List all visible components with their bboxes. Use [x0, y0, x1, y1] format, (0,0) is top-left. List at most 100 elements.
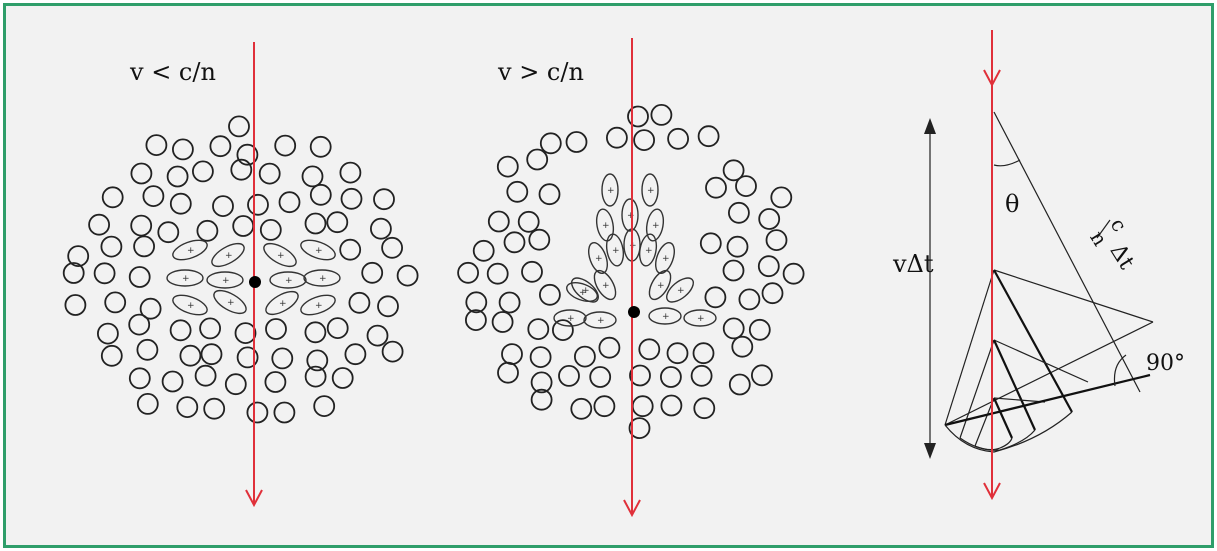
tangent-line [944, 321, 1154, 426]
panel-superluminal: v > c/n +++++++++++++++++++ [457, 38, 805, 518]
wavefront-tangent [944, 373, 1151, 427]
distance-arrow-bottom [924, 443, 936, 459]
molecule [128, 313, 151, 336]
polarization-sign: + [315, 301, 323, 311]
molecule [64, 294, 87, 316]
cone-edge [993, 111, 1141, 393]
molecule [735, 175, 757, 198]
molecule [67, 245, 90, 268]
polarization-sign: + [657, 281, 665, 291]
molecule [598, 336, 621, 359]
molecule [726, 235, 749, 258]
molecule [258, 162, 281, 185]
arc-1 [944, 411, 1073, 453]
molecule [234, 322, 257, 345]
molecule [570, 397, 593, 420]
molecule [326, 317, 349, 340]
molecule [212, 195, 234, 218]
molecule [130, 162, 153, 185]
molecule [339, 161, 362, 184]
molecule [565, 131, 588, 153]
molecule [304, 212, 327, 235]
molecule [191, 160, 214, 183]
molecule [157, 221, 180, 244]
molecule [631, 395, 654, 418]
wavefront-distance-label: c n Δt [1085, 214, 1139, 274]
molecule [171, 138, 194, 161]
condition-label-subluminal: v < c/n [129, 58, 216, 86]
polarization-sign: + [662, 312, 670, 322]
molecule [176, 396, 199, 419]
molecule [232, 215, 255, 237]
molecule [381, 236, 404, 259]
panel-subluminal: v < c/n ++++++++++++ [62, 42, 419, 508]
molecule [660, 366, 682, 388]
molecule [751, 364, 773, 387]
polarized-molecule [648, 307, 682, 325]
chord-3 [974, 397, 995, 447]
polarized-molecule [166, 269, 204, 287]
polarization-sign: + [645, 246, 653, 256]
polarization-sign: + [602, 221, 610, 231]
polarized-molecule [648, 269, 672, 301]
molecule [558, 364, 580, 387]
molecule [179, 344, 202, 367]
radius-3 [993, 397, 1046, 403]
polarization-sign: + [225, 251, 233, 261]
polarized-molecule [683, 309, 717, 327]
circle-chord [944, 269, 995, 426]
molecule [593, 395, 616, 418]
theta-label: θ [1005, 190, 1019, 218]
molecule [758, 208, 781, 230]
molecule [104, 291, 127, 314]
molecule [62, 262, 85, 284]
molecule [274, 134, 297, 157]
molecule [228, 115, 250, 138]
molecule [97, 322, 119, 345]
polarization-sign: + [582, 286, 590, 296]
molecule [606, 126, 628, 149]
molecule [194, 364, 217, 387]
molecule [306, 349, 329, 372]
fraction-bar [1096, 219, 1111, 239]
molecule [101, 186, 124, 209]
panel-geometry: θ vΔt c n Δt 90° [892, 30, 1185, 501]
polarization-sign: + [602, 281, 610, 291]
molecule [161, 370, 184, 393]
molecule [130, 214, 153, 237]
polarization-sign: + [227, 298, 235, 308]
molecule [304, 321, 327, 344]
molecule [93, 262, 116, 285]
cherenkov-cone [944, 111, 1154, 453]
polarized-molecule [571, 277, 599, 303]
polarization-sign: + [597, 316, 605, 326]
molecule [501, 343, 523, 366]
molecule [348, 291, 371, 314]
molecule [339, 238, 362, 261]
molecule [200, 343, 223, 366]
polarization-sign: + [579, 288, 587, 298]
molecule [457, 261, 480, 284]
molecule [309, 135, 332, 158]
molecule [246, 401, 269, 424]
polarization-sign: + [612, 246, 620, 256]
molecule [344, 343, 367, 366]
molecule [690, 364, 713, 387]
molecule [309, 183, 332, 206]
arc-3 [974, 437, 1013, 451]
molecule [530, 371, 553, 394]
polarized-molecule [300, 239, 336, 261]
molecule [574, 345, 596, 368]
molecule [304, 365, 327, 388]
polarized-molecule [172, 239, 208, 261]
polarized-molecule [666, 277, 694, 303]
molecule [738, 288, 761, 311]
molecule [628, 417, 651, 440]
molecule [203, 397, 226, 420]
molecule [491, 311, 514, 333]
molecule [486, 262, 509, 285]
molecule [381, 340, 404, 363]
molecule [539, 132, 562, 155]
wavefront-label-dt: Δt [1105, 240, 1139, 274]
